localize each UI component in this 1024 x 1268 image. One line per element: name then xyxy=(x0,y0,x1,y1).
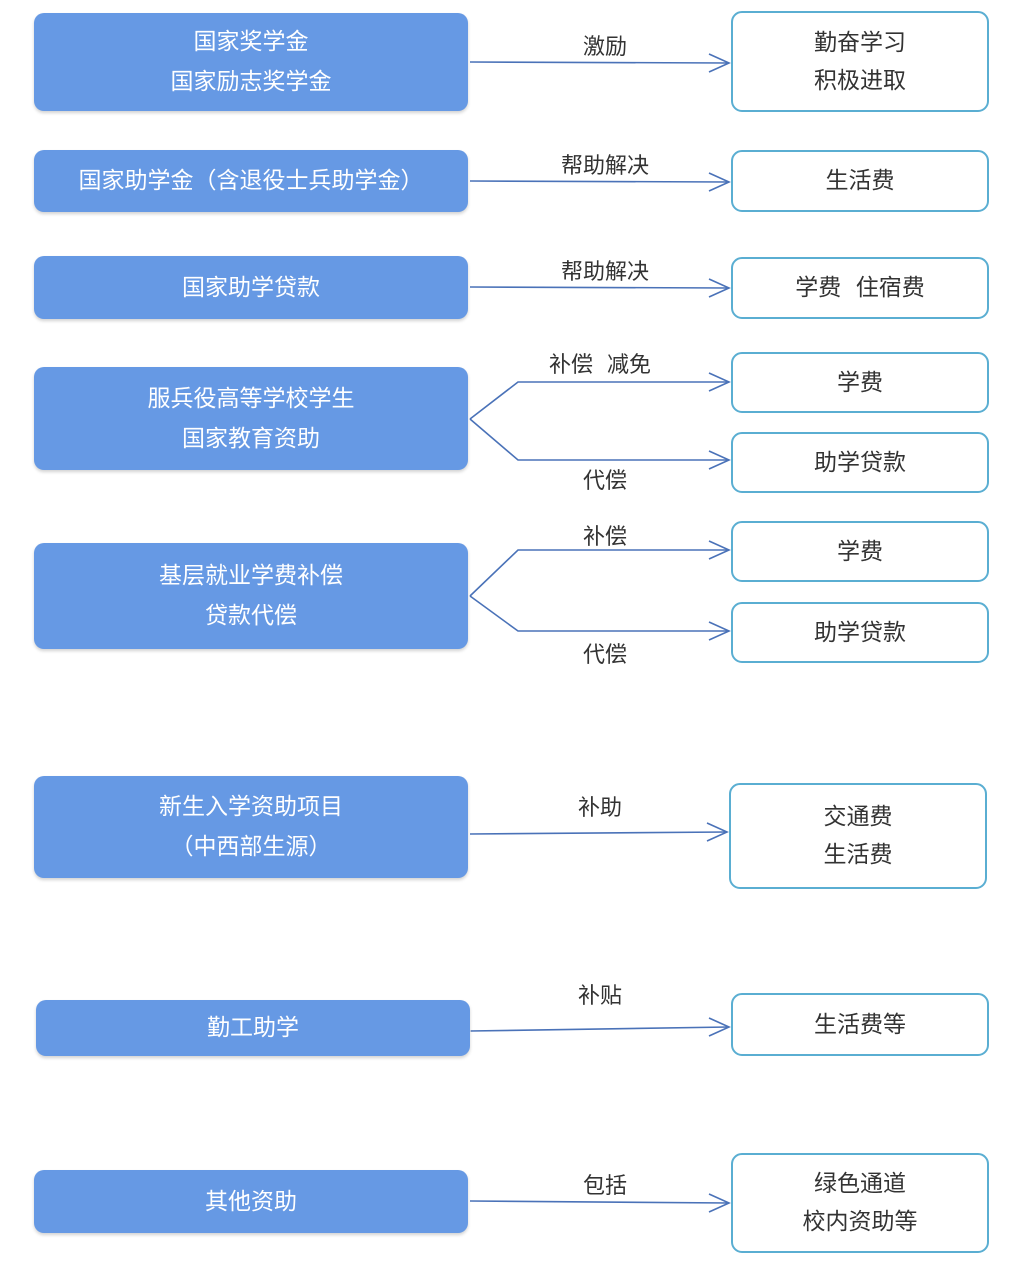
target-line: 学费 xyxy=(837,369,883,396)
branch-label: 补偿 减免 xyxy=(549,353,651,378)
target-box-loan: 助学贷款 xyxy=(731,432,989,493)
connector-line-lower xyxy=(469,595,729,632)
connector-line xyxy=(469,61,730,64)
connector-line-upper xyxy=(469,549,729,597)
branch-label: 补助 xyxy=(577,796,622,821)
target-box-living-cost: 生活费 xyxy=(731,150,989,212)
target-box-study: 勤奋学习 积极进取 xyxy=(731,11,989,112)
target-line: 学费 住宿费 xyxy=(795,275,925,301)
arrowhead xyxy=(708,450,731,470)
source-box-student-loan: 国家助学贷款 xyxy=(34,256,468,319)
target-line: 勤奋学习 xyxy=(814,29,906,56)
arrowhead xyxy=(708,1193,731,1213)
arrowhead xyxy=(708,540,731,560)
source-line: 勤工助学 xyxy=(207,1015,299,1041)
connector-line xyxy=(469,180,730,183)
source-box-grassroots-employment: 基层就业学费补偿 贷款代偿 xyxy=(34,543,468,649)
source-line: 国家教育资助 xyxy=(182,425,320,452)
target-box-transport-living: 交通费 生活费 xyxy=(729,783,987,889)
target-box-green-channel: 绿色通道 校内资助等 xyxy=(731,1153,989,1253)
source-box-work-study: 勤工助学 xyxy=(36,1000,470,1056)
target-box-living-etc: 生活费等 xyxy=(731,993,989,1056)
source-line: 国家助学贷款 xyxy=(182,274,320,301)
arrowhead xyxy=(708,278,731,298)
connector-line xyxy=(469,1026,730,1032)
target-line: 助学贷款 xyxy=(814,449,906,476)
source-line: 服兵役高等学校学生 xyxy=(147,385,355,412)
target-line: 生活费 xyxy=(825,168,895,194)
source-line: 贷款代偿 xyxy=(205,603,297,629)
arrowhead xyxy=(708,621,731,641)
target-line: 生活费 xyxy=(823,842,893,868)
arrowhead xyxy=(708,172,731,192)
target-box-tuition-housing: 学费 住宿费 xyxy=(731,257,989,319)
target-line: 生活费等 xyxy=(814,1011,906,1038)
branch-label: 代偿 xyxy=(582,469,627,494)
branch-label: 包括 xyxy=(582,1174,627,1199)
source-box-freshman-aid: 新生入学资助项目 （中西部生源） xyxy=(34,776,468,878)
source-line: 国家助学金（含退役士兵助学金） xyxy=(78,168,424,194)
target-line: 交通费 xyxy=(823,804,893,830)
target-box-loan: 助学贷款 xyxy=(731,602,989,663)
connector-line xyxy=(469,286,730,289)
arrowhead xyxy=(708,1017,731,1037)
target-box-tuition: 学费 xyxy=(731,521,989,582)
connector-line xyxy=(469,1200,730,1204)
arrowhead xyxy=(708,53,731,73)
branch-label: 帮助解决 xyxy=(560,260,649,285)
arrowhead xyxy=(706,822,729,842)
source-line: 新生入学资助项目 xyxy=(159,794,343,820)
source-box-national-grant: 国家助学金（含退役士兵助学金） xyxy=(34,150,468,212)
source-line: 国家奖学金 xyxy=(193,29,309,55)
source-box-military-service: 服兵役高等学校学生 国家教育资助 xyxy=(34,367,468,470)
target-line: 助学贷款 xyxy=(814,619,906,646)
source-line: 基层就业学费补偿 xyxy=(159,563,343,589)
target-line: 校内资助等 xyxy=(802,1209,918,1235)
target-box-tuition: 学费 xyxy=(731,352,989,413)
target-line: 绿色通道 xyxy=(814,1171,906,1197)
branch-label: 补贴 xyxy=(577,984,622,1009)
connector-line-lower xyxy=(469,418,729,461)
branch-label: 补偿 xyxy=(582,525,627,550)
source-line: 国家励志奖学金 xyxy=(170,69,332,95)
source-box-national-scholarship: 国家奖学金 国家励志奖学金 xyxy=(34,13,468,111)
source-line: 其他资助 xyxy=(205,1188,297,1215)
target-line: 学费 xyxy=(837,538,883,565)
branch-label: 激励 xyxy=(582,35,627,60)
target-line: 积极进取 xyxy=(814,67,906,94)
source-box-other-aid: 其他资助 xyxy=(34,1170,468,1233)
connector-line-upper xyxy=(469,381,729,420)
connector-line xyxy=(469,831,728,835)
branch-label: 代偿 xyxy=(582,643,627,668)
source-line: （中西部生源） xyxy=(170,834,332,860)
branch-label: 帮助解决 xyxy=(560,154,649,179)
arrowhead xyxy=(708,372,731,392)
